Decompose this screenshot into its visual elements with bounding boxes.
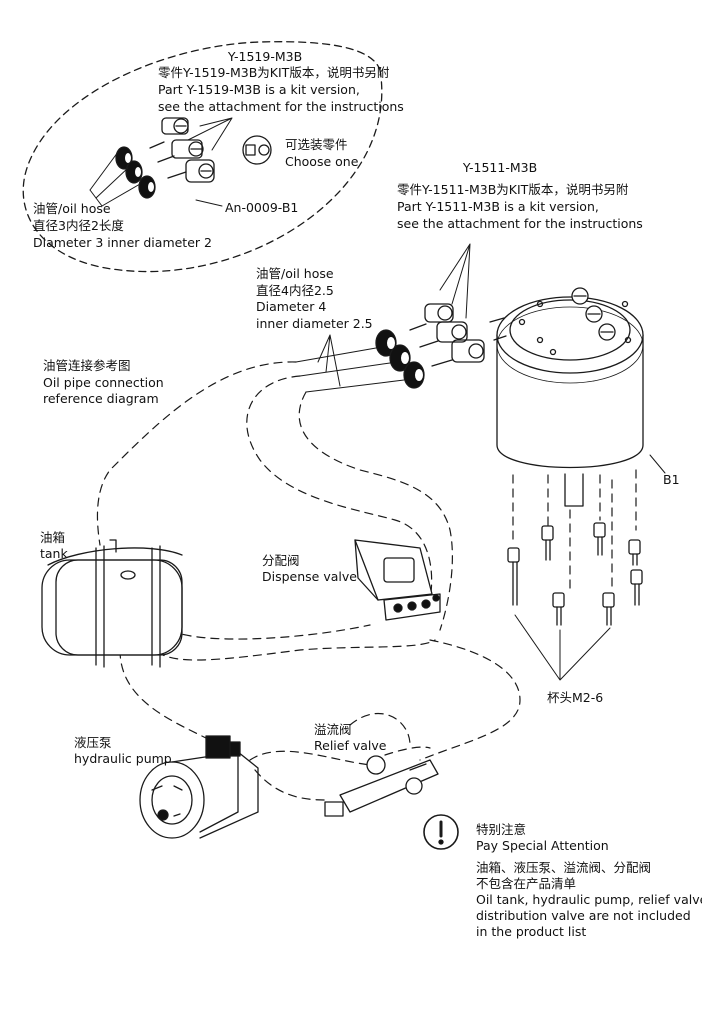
kit-1511-nuts [375, 329, 425, 389]
kit-1519-title: Y-1519-M3B [227, 49, 303, 64]
hose-bundle [295, 347, 405, 393]
cylinder-b1-label: B1 [663, 472, 680, 487]
attention-note-en2: distribution valve are not included [476, 908, 691, 923]
kit-1519-note-cn: 零件Y-1519-M3B为KIT版本，说明书另附 [158, 65, 390, 80]
attention-note-cn1: 油箱、液压泵、溢流阀、分配阀 [476, 860, 652, 875]
kit-1519-note-en1: Part Y-1519-M3B is a kit version, [158, 82, 360, 97]
relief-valve [324, 755, 439, 817]
bolts-m2-6 [507, 522, 643, 681]
kit-y1519-callout [22, 41, 383, 273]
attention-note-en1: Oil tank, hydraulic pump, relief valve, [476, 892, 702, 907]
pump-cn: 液压泵 [74, 735, 112, 750]
dispense-valve-cn: 分配阀 [262, 553, 300, 568]
main-hose-cn: 油管/oil hose [256, 266, 334, 281]
reference-en2: reference diagram [43, 391, 159, 406]
choose-one-en: Choose one [285, 154, 359, 169]
bolts-label: 杯头M2-6 [547, 690, 604, 705]
dispense-valve-en: Dispense valve [262, 569, 357, 584]
attention-en: Pay Special Attention [476, 838, 609, 853]
kit-1519-nuts [115, 146, 156, 199]
oil-tank [41, 539, 183, 668]
main-hose-cn2: 直径4内径2.5 [256, 283, 334, 298]
attention-note-en3: in the product list [476, 924, 587, 939]
relief-valve-en: Relief valve [314, 738, 387, 753]
kit-1511-note-en2: see the attachment for the instructions [397, 216, 643, 231]
hydraulic-pump [139, 735, 259, 839]
dispense-valve [354, 539, 441, 621]
tank-label-cn: 油箱 [40, 530, 66, 545]
kit-1511-title: Y-1511-M3B [462, 160, 538, 175]
choose-one-icon [242, 135, 272, 165]
kit-1511-fittings [409, 243, 507, 367]
kit-1519-fittings [149, 117, 215, 183]
main-hose-en1: Diameter 4 [256, 299, 327, 314]
pump-en: hydraulic pump [74, 751, 172, 766]
cylinder-b1 [496, 287, 666, 507]
main-hose-en2: inner diameter 2.5 [256, 316, 373, 331]
kit-ellipse [22, 41, 383, 273]
kit-1511-note-en1: Part Y-1511-M3B is a kit version, [397, 199, 599, 214]
kit-1519-hose-lines [89, 151, 141, 207]
kit-1519-hose-cn: 油管/oil hose [33, 201, 111, 216]
kit-1519-hose-cn2: 直径3内径2长度 [33, 218, 124, 233]
reference-en1: Oil pipe connection [43, 375, 164, 390]
choose-one-cn: 可选装零件 [285, 137, 348, 152]
kit-1519-hose-en: Diameter 3 inner diameter 2 [33, 235, 212, 250]
reference-cn: 油管连接参考图 [43, 358, 131, 373]
tank-label-en: tank [40, 546, 68, 561]
warning-icon [423, 814, 459, 850]
oil-lines [96, 361, 637, 801]
relief-valve-cn: 溢流阀 [314, 722, 352, 737]
attention-cn: 特别注意 [476, 822, 527, 837]
kit-1519-note-en2: see the attachment for the instructions [158, 99, 404, 114]
fitting-an-0009-label: An-0009-B1 [225, 200, 299, 215]
kit-1511-note-cn: 零件Y-1511-M3B为KIT版本，说明书另附 [397, 182, 629, 197]
attention-note-cn2: 不包含在产品清单 [476, 876, 577, 891]
